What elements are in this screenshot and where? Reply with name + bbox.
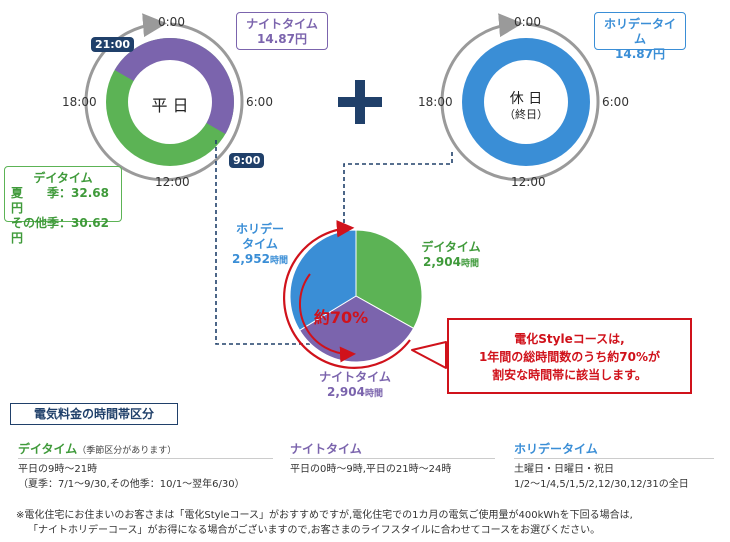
- legend-night-l1: 平日の0時～9時,平日の21時～24時: [290, 464, 452, 475]
- callout-line2: 1年間の総時間数のうち約70%が: [478, 350, 661, 364]
- holiday-tick-6: 6:00: [602, 95, 629, 109]
- legend-holiday-text: 土曜日・日曜日・祝日 1/2～1/4,5/1,5/2,12/30,12/31の全…: [514, 462, 689, 492]
- pie-label-day-num: 2,904: [423, 255, 461, 269]
- holiday-rate-box: ホリデータイム 14.87円: [594, 12, 686, 61]
- day-rate-box: デイタイム 夏 季：32.68円 その他季：30.62円: [4, 166, 122, 245]
- holiday-clock-arrow: [440, 13, 600, 182]
- holiday-rate-value: 14.87円: [615, 47, 665, 61]
- pie-label-night-unit: 時間: [364, 389, 383, 399]
- legend-holiday-l2: 1/2～1/4,5/1,5/2,12/30,12/31の全日: [514, 479, 689, 490]
- legend-holiday-head: ホリデータイム: [514, 440, 598, 457]
- night-rate-name: ナイトタイム: [246, 17, 318, 31]
- legend-day-l1: 平日の9時～21時: [18, 464, 98, 475]
- legend-day-head: デイタイム（季節区分があります）: [18, 440, 176, 457]
- legend-night-name: ナイトタイム: [290, 442, 362, 456]
- callout-box: 電化Styleコースは, 1年間の総時間数のうち約70%が 割安な時間帯に該当し…: [447, 318, 692, 394]
- legend-day-l2: （夏季：7/1～9/30,その他季：10/1～翌年6/30）: [18, 479, 245, 490]
- legend-day-text: 平日の9時～21時 （夏季：7/1～9/30,その他季：10/1～翌年6/30）: [18, 462, 245, 492]
- holiday-center-sub: （終日）: [504, 108, 548, 121]
- holiday-rate-name: ホリデータイム: [603, 17, 676, 46]
- day-rate-name: デイタイム: [33, 171, 93, 185]
- dashed-connectors: [215, 140, 453, 351]
- pie-slice-night: [298, 295, 415, 363]
- callout-line1: 電化Styleコースは,: [514, 332, 625, 346]
- night-rate-box: ナイトタイム 14.87円: [236, 12, 328, 50]
- tag-9: 9:00: [229, 153, 265, 168]
- pie-label-night: ナイトタイム 2,904時間: [310, 370, 400, 402]
- weekday-tick-6: 6:00: [246, 95, 273, 109]
- callout-line3: 割安な時間帯に該当します。: [492, 368, 647, 382]
- weekday-clock-arrow: [84, 13, 244, 182]
- weekday-clock-ring: [106, 38, 234, 166]
- holiday-clock-ring: [462, 38, 590, 166]
- footnote-l1: ※電化住宅にお住まいのお客さまは「電化Styleコース」がおすすめですが,電化住…: [16, 510, 633, 521]
- weekday-tick-12: 12:00: [155, 175, 190, 189]
- night-rate-value: 14.87円: [257, 32, 307, 46]
- holiday-tick-12: 12:00: [511, 175, 546, 189]
- legend-night-divider: [290, 458, 495, 459]
- weekday-tick-0: 0:00: [158, 15, 185, 29]
- legend-day-name: デイタイム: [18, 442, 78, 456]
- legend-night-text: 平日の0時～9時,平日の21時～24時: [290, 462, 451, 477]
- pie-label-day: デイタイム 2,904時間: [416, 240, 486, 272]
- pie-chart: [289, 229, 423, 363]
- pie-label-night-l1: ナイトタイム: [319, 370, 391, 384]
- tag-21: 21:00: [91, 37, 135, 52]
- holiday-tick-18: 18:00: [418, 95, 453, 109]
- legend-holiday-l1: 土曜日・日曜日・祝日: [514, 464, 614, 475]
- pie-label-holiday-num: 2,952: [232, 252, 270, 266]
- legend-holiday-name: ホリデータイム: [514, 442, 598, 456]
- pie-label-night-num: 2,904: [327, 385, 365, 399]
- legend-night-head: ナイトタイム: [290, 440, 362, 457]
- pie-label-holiday-l1: ホリデー: [235, 222, 284, 236]
- legend-title: 電気料金の時間帯区分: [10, 403, 178, 425]
- pie-label-holiday-l2: タイム: [242, 237, 278, 251]
- weekday-tick-18: 18:00: [62, 95, 97, 109]
- day-rate-summer: 夏 季：32.68円: [11, 186, 109, 215]
- footnote-l2: 「ナイトホリデーコース」がお得になる場合がございますので,お客さまのライフスタイ…: [28, 525, 601, 536]
- seventy-percent-label: 約70%: [313, 308, 369, 327]
- holiday-center-label: 休 日: [509, 91, 543, 107]
- seventy-percent-arc: [283, 220, 447, 369]
- day-rate-other: その他季：30.62円: [11, 216, 109, 245]
- holiday-tick-0: 0:00: [514, 15, 541, 29]
- pie-label-day-l1: デイタイム: [421, 240, 481, 254]
- legend-day-note: （季節区分があります）: [77, 446, 177, 456]
- footnote: ※電化住宅にお住まいのお客さまは「電化Styleコース」がおすすめですが,電化住…: [16, 508, 633, 538]
- legend-holiday-divider: [514, 458, 714, 459]
- legend-day-divider: [18, 458, 273, 459]
- weekday-center-label: 平 日: [151, 96, 189, 115]
- pie-slice-day: [355, 229, 423, 330]
- pie-label-day-unit: 時間: [460, 259, 479, 269]
- plus-sign: [338, 80, 382, 124]
- pie-label-holiday-unit: 時間: [269, 256, 288, 266]
- pie-label-holiday: ホリデー タイム 2,952時間: [225, 222, 295, 269]
